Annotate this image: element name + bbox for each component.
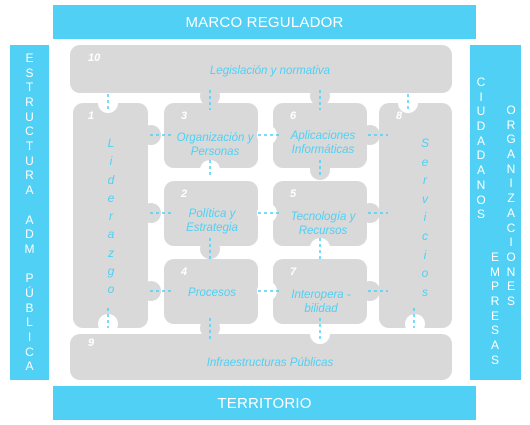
interoperabilidad-label: Interopera -bilidad <box>291 289 351 315</box>
piece-interoperabilidad <box>273 259 367 324</box>
piece-organizacion <box>164 103 258 168</box>
piece-aplicaciones <box>273 103 367 168</box>
piece-number: 7 <box>290 266 297 278</box>
notch <box>310 238 330 258</box>
tab <box>310 160 330 180</box>
tab <box>200 239 220 259</box>
tecnologia-label: Tecnología y Recursos <box>290 211 356 237</box>
politica-label: Política y Estrategia <box>186 208 238 234</box>
organizacion-label: Organización y Personas <box>176 132 254 158</box>
marco-regulador-label: MARCO REGULADOR <box>185 13 344 31</box>
aplicaciones-label: Aplicaciones Informáticas <box>290 130 356 156</box>
territorio-bar: TERRITORIO <box>53 386 476 420</box>
piece-number: 6 <box>290 110 297 122</box>
piece-politica <box>164 181 258 246</box>
piece-number: 1 <box>88 110 95 122</box>
piece-tecnologia <box>273 181 367 246</box>
piece-procesos <box>164 259 258 324</box>
piece-number: 4 <box>181 266 188 278</box>
notch <box>405 314 425 334</box>
procesos-label: Procesos <box>188 287 236 299</box>
territorio-label: TERRITORIO <box>217 394 312 412</box>
piece-number: 10 <box>88 52 101 64</box>
piece-number: 3 <box>181 110 188 122</box>
notch <box>98 314 118 334</box>
notch <box>200 160 220 180</box>
piece-number: 2 <box>181 188 188 200</box>
marco-regulador-bar: MARCO REGULADOR <box>53 5 476 39</box>
notch <box>310 324 330 344</box>
infraestructuras-label: Infraestructuras Públicas <box>206 357 334 369</box>
piece-infraestructuras <box>70 334 452 380</box>
piece-number: 8 <box>396 110 403 122</box>
piece-servicios <box>379 103 452 328</box>
piece-number: 5 <box>290 188 297 200</box>
legislacion-label: Legislación y normativa <box>209 65 331 77</box>
piece-number: 9 <box>88 337 95 349</box>
tab <box>200 318 220 338</box>
piece-legislacion <box>70 45 452 93</box>
piece-liderazgo <box>73 103 148 328</box>
